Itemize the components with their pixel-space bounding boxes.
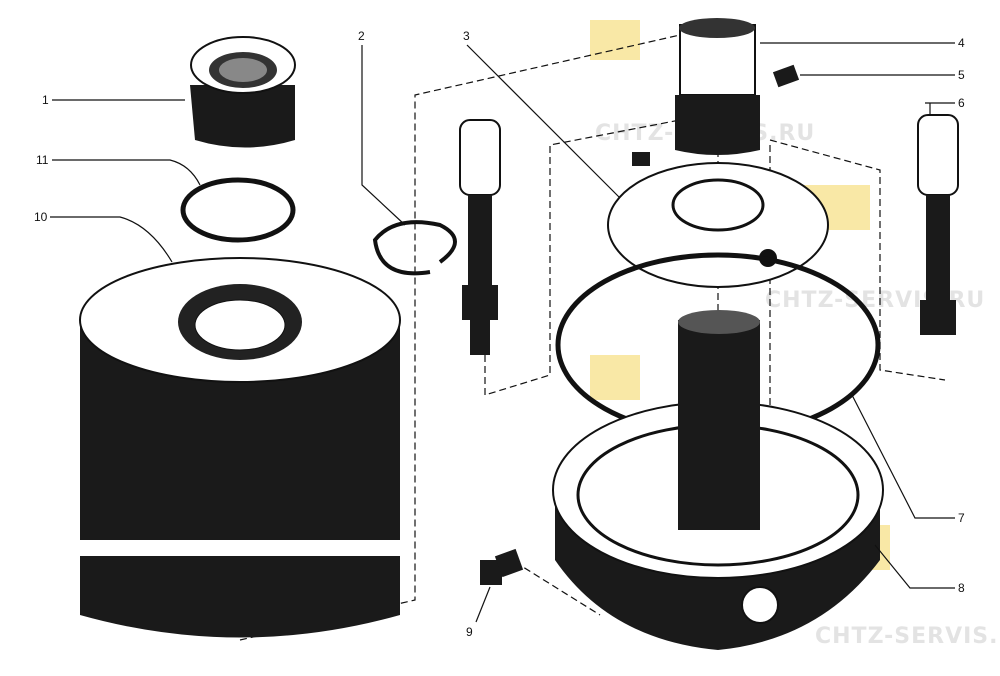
part-1-plug [190,36,296,148]
callout-6: 6 [958,96,965,110]
part-11-o-ring [180,177,296,243]
callout-7: 7 [958,511,965,525]
callout-3: 3 [463,29,470,43]
part-8-base [552,310,884,650]
part-9-drain-plug [480,548,524,585]
callout-2: 2 [358,29,365,43]
leader-lines [50,42,955,623]
part-6-filter-valve-left [459,119,501,355]
callout-5: 5 [958,68,965,82]
part-6-filter-valve-right [917,114,959,335]
part-2-snap-ring [372,220,457,276]
callout-10: 10 [34,210,48,224]
callout-1: 1 [42,93,49,107]
callout-9: 9 [466,625,473,639]
callout-8: 8 [958,581,965,595]
part-5-set-screw [772,64,800,88]
callout-4: 4 [958,36,965,50]
callout-11: 11 [36,153,49,167]
part-3-plate [607,162,829,288]
part-10-housing [79,257,401,638]
part-4-fitting [675,18,760,155]
set-screw [632,152,650,166]
watermark-text: CHTZ-SERVIS.RU [815,624,1000,649]
